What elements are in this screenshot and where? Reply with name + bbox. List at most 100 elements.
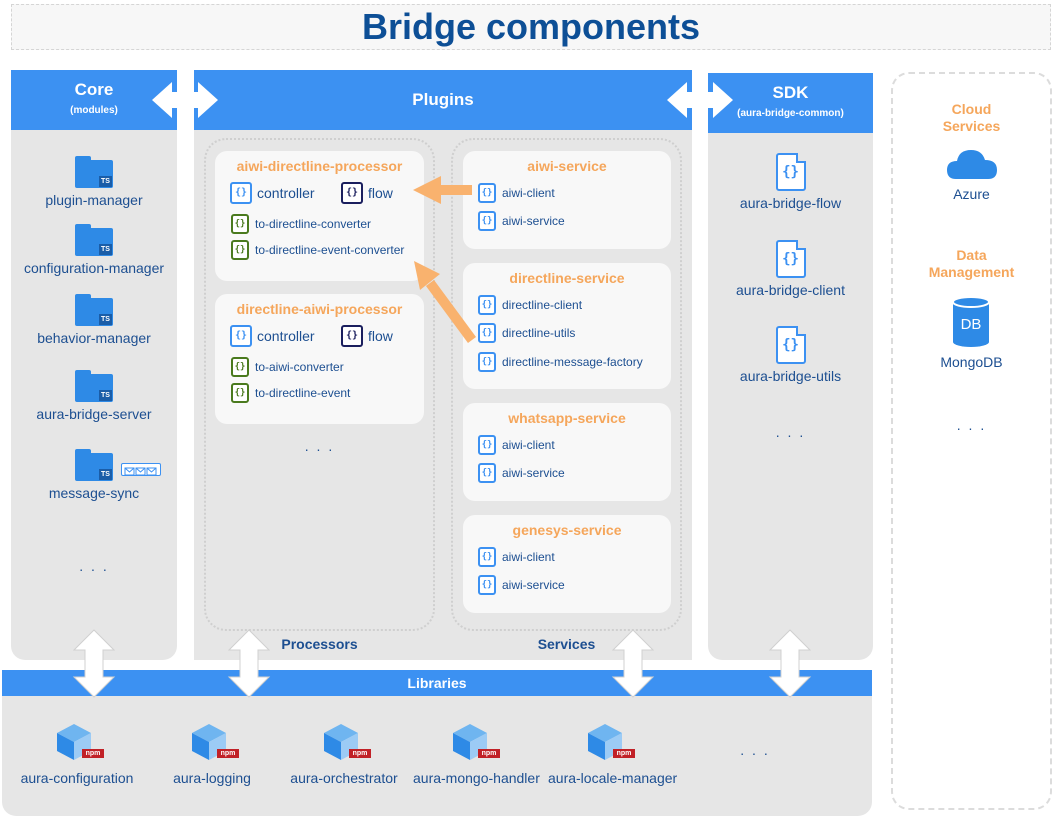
library-aura-configuration: npm aura-configuration [17, 722, 137, 786]
processors-more: . . . [304, 438, 335, 454]
sdk-item-aura-bridge-client: {} aura-bridge-client [708, 240, 873, 298]
code-braces-icon: {} [230, 325, 252, 347]
code-document-icon: {} [775, 326, 806, 364]
core-item-behavior-manager: TS behavior-manager [11, 294, 177, 346]
core-title: Core [74, 80, 114, 99]
service-item-label: aiwi-client [502, 438, 555, 452]
converter-label: to-directline-converter [255, 217, 372, 231]
code-braces-icon: {} [478, 547, 496, 567]
sdk-more: . . . [775, 424, 806, 440]
controller-label: controller [257, 328, 315, 344]
service-item-label: aiwi-client [502, 186, 555, 200]
controller-row: {} controller [230, 182, 315, 204]
library-aura-logging: npm aura-logging [152, 722, 272, 786]
converter-row: {} to-directline-event-converter [231, 240, 404, 260]
service-item-label: aiwi-client [502, 550, 555, 564]
library-aura-orchestrator: npm aura-orchestrator [284, 722, 404, 786]
service-item: {} aiwi-service [478, 463, 565, 483]
code-braces-icon: {} [341, 182, 363, 204]
core-item-label: configuration-manager [23, 260, 165, 276]
aiwi-service-to-processor-arrowhead [413, 176, 441, 204]
libraries-more: . . . [740, 742, 770, 758]
cloud-services-title: Cloud Services [942, 101, 1001, 134]
library-label: aura-orchestrator [290, 770, 398, 786]
processor-card-title: directline-aiwi-processor [236, 301, 403, 317]
code-braces-icon: {} [341, 325, 363, 347]
code-braces-icon: {} [231, 383, 249, 403]
sdk-title: SDK [772, 83, 809, 102]
directline-service-to-processor-arrowhead [414, 261, 440, 290]
service-item: {} aiwi-client [478, 435, 555, 455]
code-braces-icon: {} [478, 323, 496, 343]
service-card-directline: directline-service {} directline-client … [463, 263, 671, 389]
sdk-libraries-double-arrow [768, 629, 812, 698]
data-item-label: MongoDB [940, 354, 1003, 370]
core-item-configuration-manager: TS configuration-manager [11, 224, 177, 276]
code-braces-icon: {} [230, 182, 252, 204]
service-item: {} aiwi-client [478, 547, 555, 567]
cloud-icon [946, 146, 998, 185]
library-label: aura-locale-manager [548, 770, 678, 786]
service-item-label: directline-message-factory [502, 355, 643, 369]
processor-card-aiwi-directline: aiwi-directline-processor {} controller … [215, 151, 424, 281]
core-libraries-double-arrow [72, 629, 116, 698]
controller-label: controller [257, 185, 315, 201]
sdk-subtitle: (aura-bridge-common) [737, 108, 844, 119]
service-item: {} directline-message-factory [478, 352, 643, 372]
sdk-item-label: aura-bridge-client [736, 282, 845, 298]
converter-row: {} to-directline-event [231, 383, 350, 403]
processors-libraries-double-arrow [227, 629, 271, 698]
npm-package-cube-icon: npm [187, 722, 239, 762]
converter-label: to-directline-event [255, 386, 351, 400]
typescript-folder-icon: TS [75, 294, 113, 326]
core-subtitle: (modules) [70, 105, 118, 116]
service-item: {} aiwi-service [478, 211, 565, 231]
data-management-title: Data Management [928, 247, 1015, 280]
external-services-column [891, 72, 1052, 810]
code-document-icon: {} [775, 240, 806, 278]
service-item-label: aiwi-service [502, 578, 565, 592]
service-item: {} directline-utils [478, 323, 575, 343]
code-braces-icon: {} [478, 575, 496, 595]
typescript-folder-icon: TS [75, 370, 113, 402]
database-icon: DB [952, 296, 990, 348]
converter-row: {} to-directline-converter [231, 214, 371, 234]
sdk-item-aura-bridge-utils: {} aura-bridge-utils [708, 326, 873, 384]
core-item-label: behavior-manager [37, 330, 151, 346]
service-item-label: aiwi-service [502, 214, 565, 228]
flow-label: flow [368, 328, 393, 344]
code-braces-icon: {} [478, 211, 496, 231]
code-braces-icon: {} [478, 295, 496, 315]
library-label: aura-configuration [20, 770, 134, 786]
services-libraries-double-arrow [611, 629, 655, 698]
core-item-label: message-sync [48, 485, 140, 501]
database-badge: DB [960, 316, 982, 333]
library-label: aura-mongo-handler [413, 770, 540, 786]
core-item-plugin-manager: TS plugin-manager [11, 156, 177, 208]
converter-label: to-directline-event-converter [255, 243, 405, 257]
library-aura-locale-manager: npm aura-locale-manager [548, 722, 678, 786]
code-braces-icon: {} [478, 435, 496, 455]
service-card-genesys: genesys-service {} aiwi-client {} aiwi-s… [463, 515, 671, 613]
service-item-label: directline-client [502, 298, 583, 312]
flow-row: {} flow [341, 182, 393, 204]
service-item: {} aiwi-client [478, 183, 555, 203]
converter-label: to-aiwi-converter [255, 360, 344, 374]
service-card-aiwi: aiwi-service {} aiwi-client {} aiwi-serv… [463, 151, 671, 249]
directline-service-to-processor-arrow [425, 280, 477, 343]
processors-group [204, 138, 435, 631]
plugins-header: Plugins [194, 70, 692, 130]
npm-package-cube-icon: npm [52, 722, 104, 762]
code-braces-icon: {} [231, 240, 249, 260]
processor-card-title: aiwi-directline-processor [236, 158, 403, 174]
services-group [451, 138, 682, 631]
service-card-title: directline-service [509, 270, 625, 286]
code-braces-icon: {} [231, 357, 249, 377]
service-card-title: genesys-service [512, 522, 622, 538]
sdk-item-label: aura-bridge-utils [739, 368, 842, 384]
page-title: Bridge components [361, 6, 701, 47]
npm-package-cube-icon: npm [448, 722, 500, 762]
service-card-title: aiwi-service [527, 158, 607, 174]
core-item-label: plugin-manager [45, 192, 143, 208]
